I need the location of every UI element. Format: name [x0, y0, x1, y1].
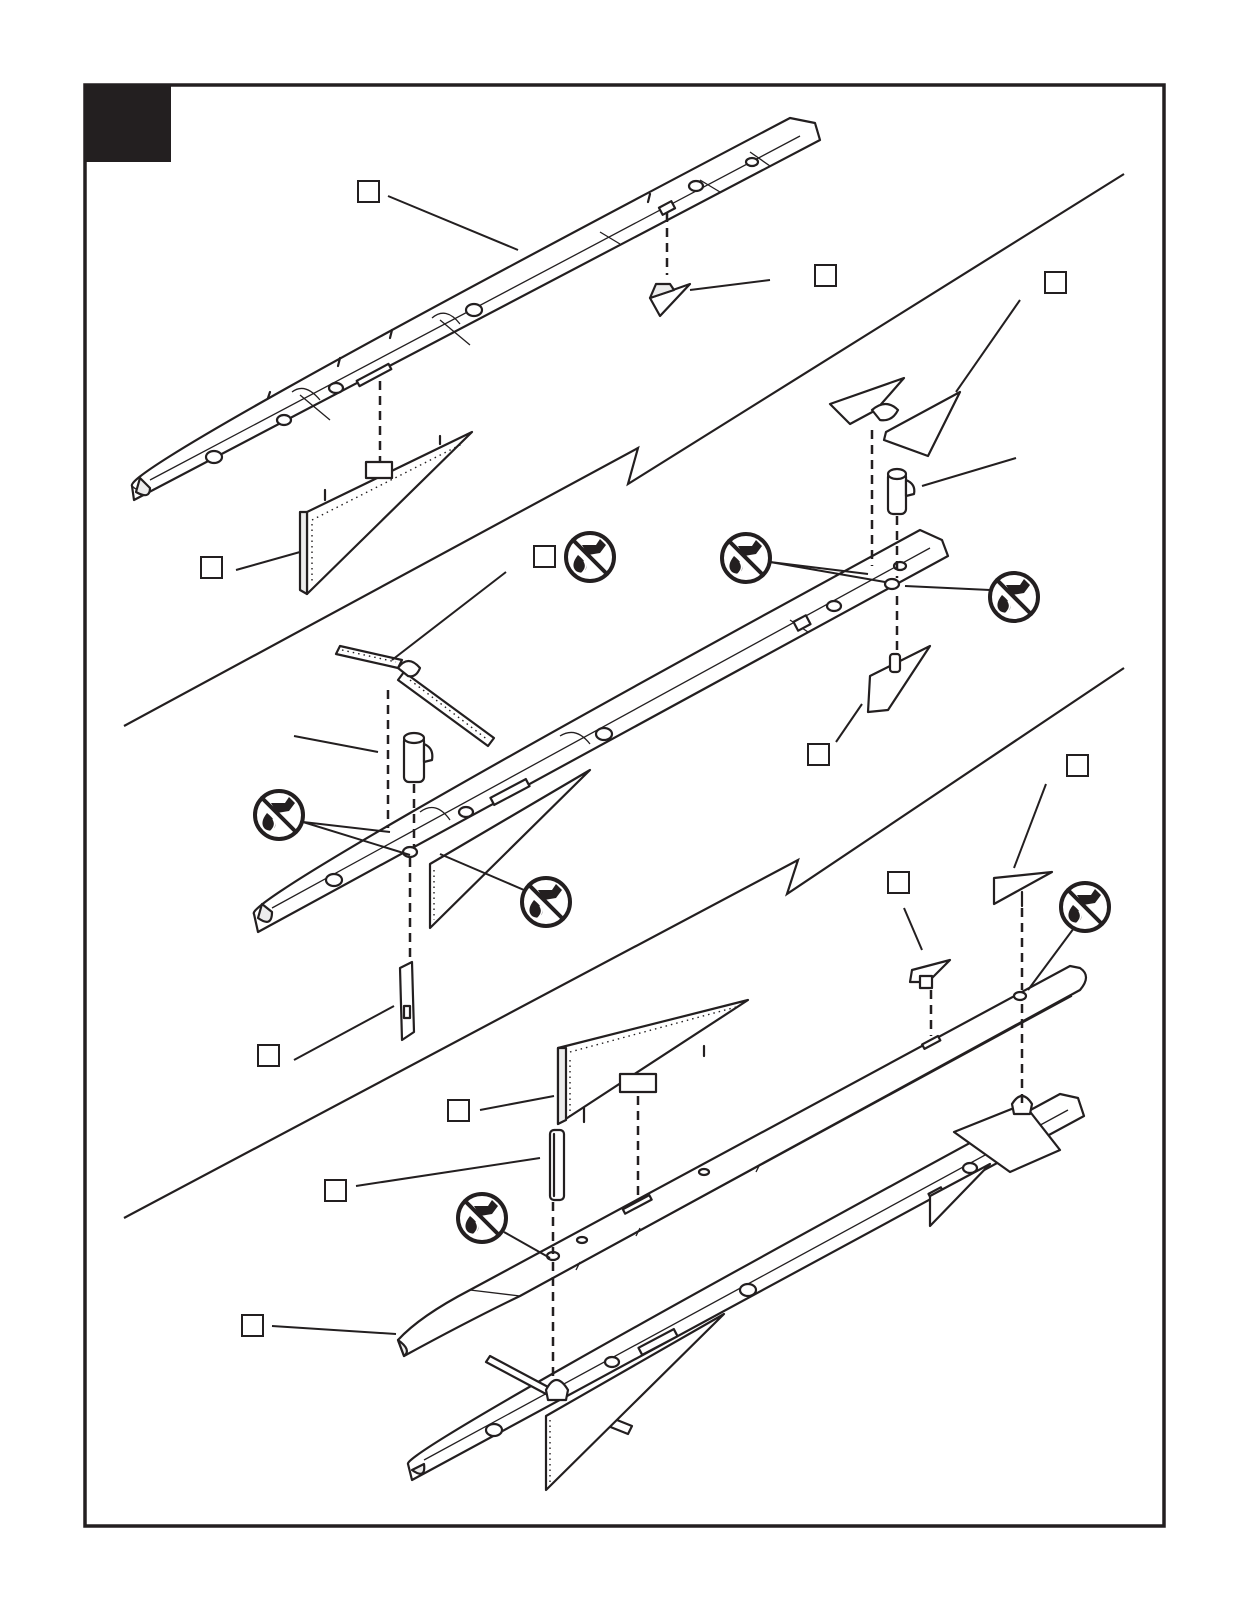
no-glue-icon [255, 791, 303, 839]
part-number-box [258, 1045, 279, 1066]
no-glue-icon [722, 534, 770, 582]
small-fin-part-right [836, 646, 930, 742]
pivot-pin-right [888, 458, 1016, 514]
small-blade-part-left [294, 962, 414, 1060]
page-frame [85, 85, 1164, 1526]
large-fin-part-bottom [480, 1000, 748, 1124]
section-separator-1 [124, 174, 1124, 726]
fuselage-half-top [132, 118, 820, 500]
canard-assembly-right [830, 300, 1020, 456]
part-number-box [808, 744, 829, 765]
small-fin-part [650, 280, 770, 316]
small-blade-part-bottom [356, 1130, 564, 1200]
no-glue-icon [458, 1194, 506, 1242]
no-glue-icon [1061, 883, 1109, 931]
part-number-box [888, 872, 909, 893]
no-glue-icon [566, 533, 614, 581]
part-number-box [1067, 755, 1088, 776]
leader-line [388, 196, 518, 250]
tail-fin-part-top-right [994, 784, 1052, 906]
part-number-box [242, 1315, 263, 1336]
small-fin-part-bottom [904, 908, 950, 988]
no-glue-icon [990, 573, 1038, 621]
pivot-pin-left [294, 733, 432, 782]
part-number-box [534, 546, 555, 567]
step-number-block [85, 85, 171, 162]
part-number-box [358, 181, 379, 202]
large-fin-part [236, 432, 472, 594]
no-glue-icon [522, 878, 570, 926]
part-number-box [448, 1100, 469, 1121]
part-number-box [201, 557, 222, 578]
part-number-box [325, 1180, 346, 1201]
part-number-box [1045, 272, 1066, 293]
part-number-box [815, 265, 836, 286]
